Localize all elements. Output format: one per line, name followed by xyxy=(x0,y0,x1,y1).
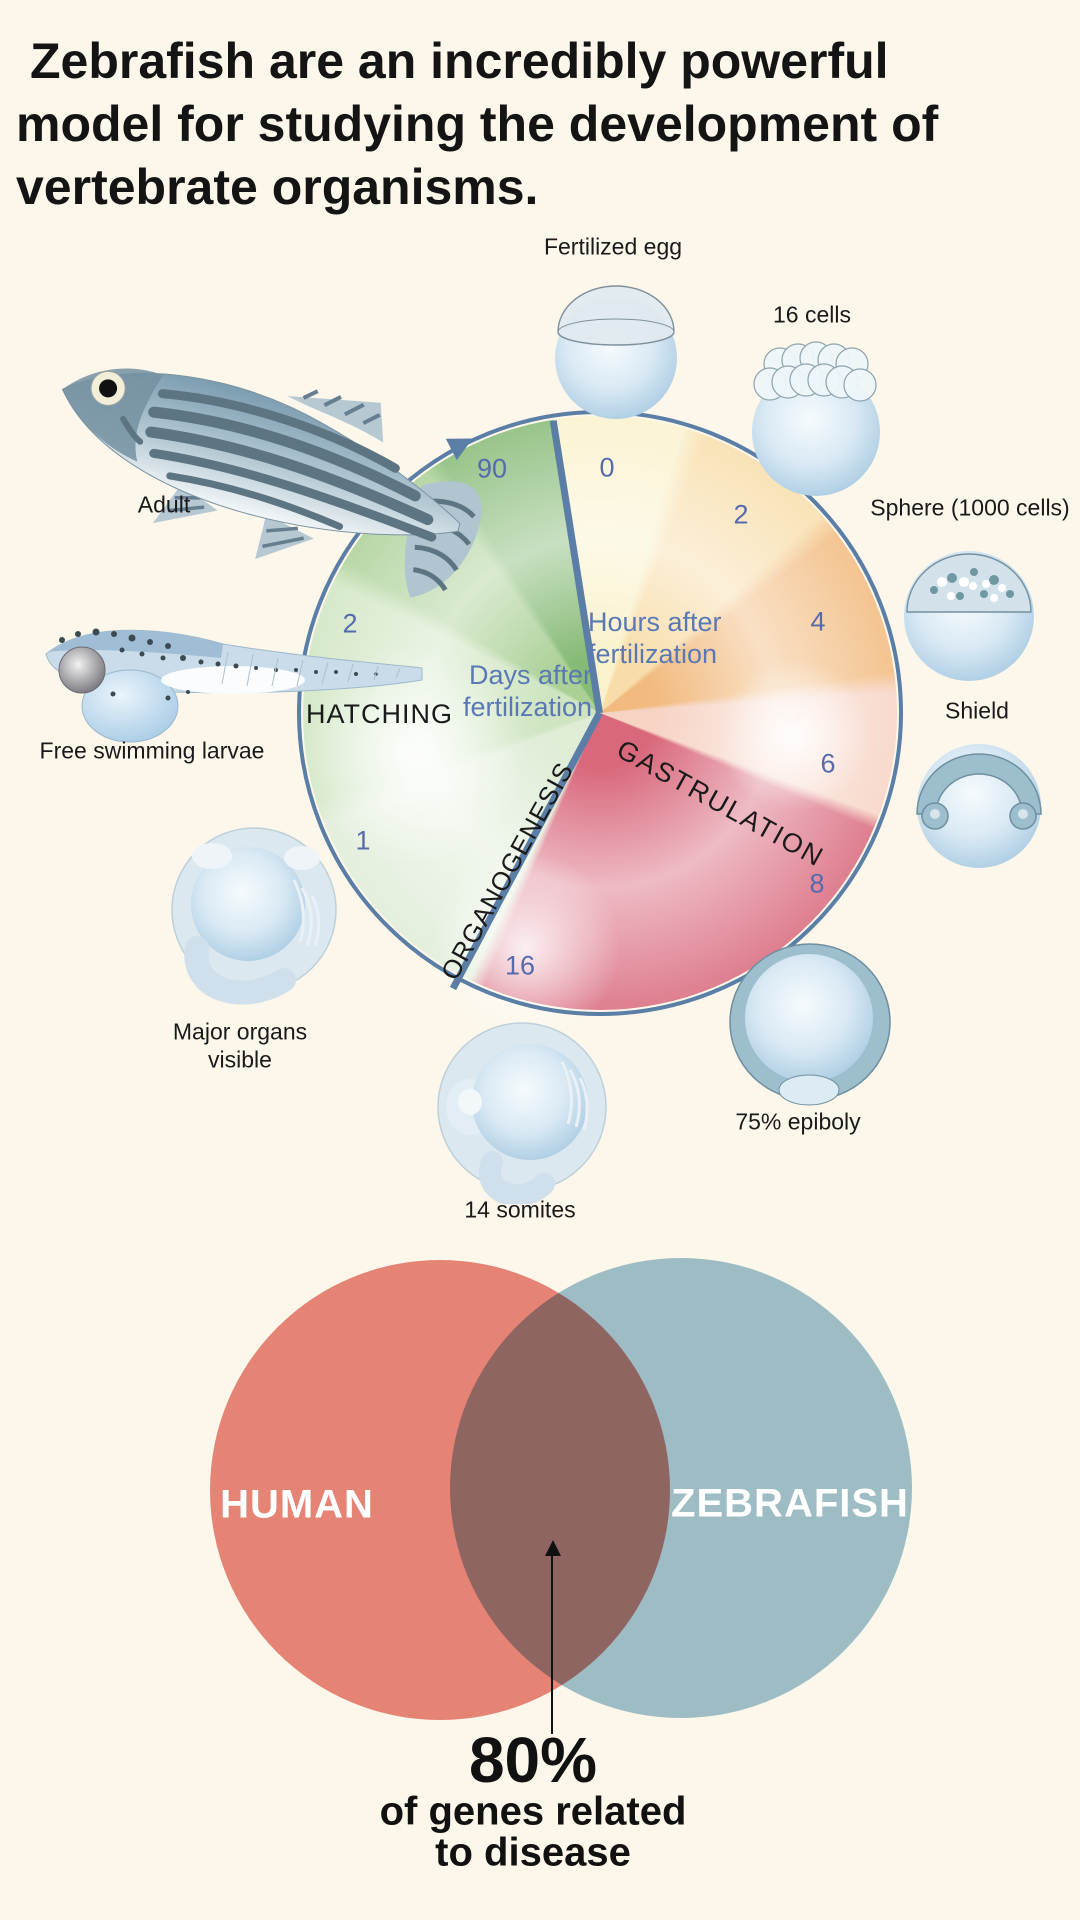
title-line-2: model for studying the development of xyxy=(16,96,939,152)
adult-zebrafish-illustration xyxy=(61,368,482,598)
phase-hatching: HATCHING xyxy=(306,699,453,729)
stage-label-fertilized-egg: Fertilized egg xyxy=(543,233,683,260)
epiboly-illustration xyxy=(729,943,891,1106)
tick-day-90: 90 xyxy=(476,453,508,484)
venn-label-zebrafish: ZEBRAFISH xyxy=(671,1481,909,1526)
hours-axis-label: Hours after fertilization xyxy=(588,606,722,670)
days-axis-label: Days after fertilization xyxy=(400,659,592,723)
tick-day-1: 1 xyxy=(355,825,371,856)
tick-day-2: 2 xyxy=(342,608,358,639)
stage-label-shield: Shield xyxy=(945,697,1009,724)
venn-arrow-head-icon xyxy=(545,1540,561,1556)
tick-hour-4: 4 xyxy=(810,606,826,637)
days-axis-line2: fertilization xyxy=(462,692,592,722)
stage-label-major-organs-2: visible xyxy=(208,1046,272,1073)
larva-illustration xyxy=(45,628,423,743)
tick-hour-6: 6 xyxy=(820,748,836,779)
hours-axis-line1: Hours after xyxy=(588,607,722,637)
sphere-1000-cells-illustration xyxy=(904,551,1034,681)
shield-stage-illustration xyxy=(916,744,1042,868)
tick-hour-16: 16 xyxy=(504,950,536,981)
stat-caption-line2: to disease xyxy=(435,1830,631,1875)
title-line-3: vertebrate organisms. xyxy=(16,159,539,215)
hours-axis-line2: fertilization xyxy=(588,639,718,669)
stage-label-adult: Adult xyxy=(137,491,191,518)
tick-hour-2: 2 xyxy=(733,499,749,530)
stage-label-somites: 14 somites xyxy=(464,1196,576,1223)
shared-genes-stat: 80% xyxy=(468,1724,598,1796)
tick-hour-8: 8 xyxy=(809,868,825,899)
venn-circle-zebrafish xyxy=(450,1258,912,1718)
days-axis-line1: Days after xyxy=(468,660,592,690)
sixteen-cells-illustration xyxy=(752,341,880,496)
stage-label-epiboly: 75% epiboly xyxy=(735,1108,861,1135)
somites-embryo-illustration xyxy=(437,1022,607,1204)
fertilized-egg-illustration xyxy=(555,285,677,419)
stat-caption-line1: of genes related xyxy=(379,1789,687,1834)
stage-label-major-organs-1: Major organs xyxy=(172,1018,308,1045)
stage-label-16-cells: 16 cells xyxy=(773,301,851,328)
title-line-1: Zebrafish are an incredibly powerful xyxy=(30,33,889,89)
stage-label-larvae: Free swimming larvae xyxy=(39,737,265,764)
venn-arrow-line xyxy=(551,1552,553,1734)
stage-label-sphere: Sphere (1000 cells) xyxy=(870,494,1070,521)
tick-hour-0: 0 xyxy=(599,452,615,483)
page-title: Zebrafish are an incredibly powerful mod… xyxy=(16,30,1066,219)
venn-label-human: HUMAN xyxy=(220,1482,374,1527)
major-organs-embryo-illustration xyxy=(171,827,337,1005)
